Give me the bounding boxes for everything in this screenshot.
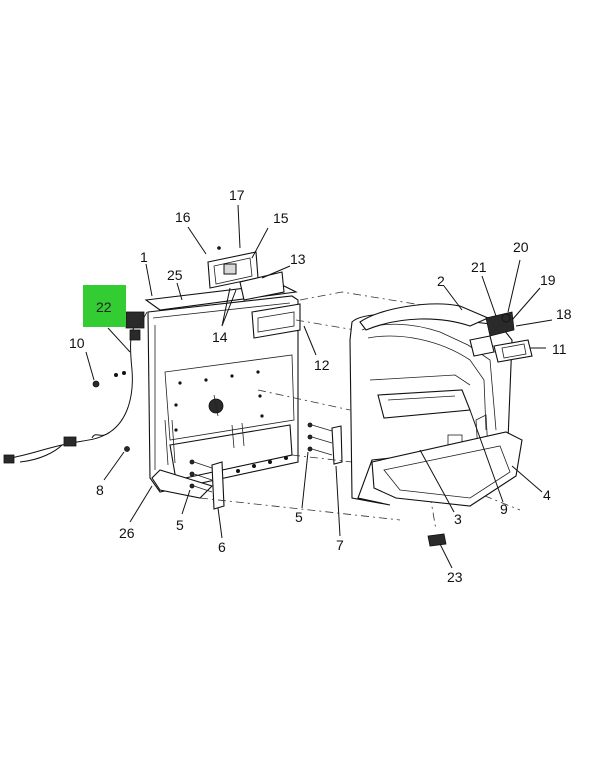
callout-19[interactable]: 19 — [540, 272, 556, 288]
callout-7[interactable]: 7 — [336, 537, 344, 553]
callout-labels: 1 2 3 4 5 5 6 7 8 9 10 11 12 13 14 15 16… — [69, 187, 572, 585]
callout-14[interactable]: 14 — [212, 329, 228, 345]
callout-26[interactable]: 26 — [119, 525, 135, 541]
callout-8[interactable]: 8 — [96, 482, 104, 498]
callout-1[interactable]: 1 — [140, 249, 148, 265]
door-trim-panel — [147, 295, 301, 499]
callout-20[interactable]: 20 — [513, 239, 529, 255]
callout-6[interactable]: 6 — [218, 539, 226, 555]
callout-2[interactable]: 2 — [437, 273, 445, 289]
callout-18[interactable]: 18 — [556, 306, 572, 322]
highlight-box-22[interactable] — [83, 285, 126, 327]
screw-8 — [124, 446, 130, 452]
callout-10[interactable]: 10 — [69, 335, 85, 351]
callout-22[interactable]: 22 — [96, 299, 112, 315]
callout-21[interactable]: 21 — [471, 259, 487, 275]
leader-lines — [85, 204, 553, 569]
callout-3[interactable]: 3 — [454, 511, 462, 527]
callout-11[interactable]: 11 — [552, 341, 567, 357]
hinge-bracket-right — [307, 422, 343, 465]
panel-fasteners — [174, 370, 288, 473]
hinge-bracket-left — [189, 459, 225, 510]
inner-door-frame — [349, 313, 513, 506]
callout-23[interactable]: 23 — [447, 569, 463, 585]
handle-assembly — [469, 311, 515, 357]
upper-trim-piece — [359, 303, 490, 331]
callout-4[interactable]: 4 — [543, 487, 551, 503]
wiring-harness — [3, 311, 148, 464]
clip-23 — [427, 533, 447, 547]
callout-5-right[interactable]: 5 — [295, 509, 303, 525]
callout-5-left[interactable]: 5 — [176, 517, 184, 533]
callout-13[interactable]: 13 — [290, 251, 306, 267]
callout-15[interactable]: 15 — [273, 210, 289, 226]
callout-25[interactable]: 25 — [167, 267, 183, 283]
callout-16[interactable]: 16 — [175, 209, 191, 225]
callout-9[interactable]: 9 — [500, 501, 508, 517]
callout-17[interactable]: 17 — [229, 187, 245, 203]
screw-10 — [92, 371, 126, 388]
callout-12[interactable]: 12 — [314, 357, 330, 373]
